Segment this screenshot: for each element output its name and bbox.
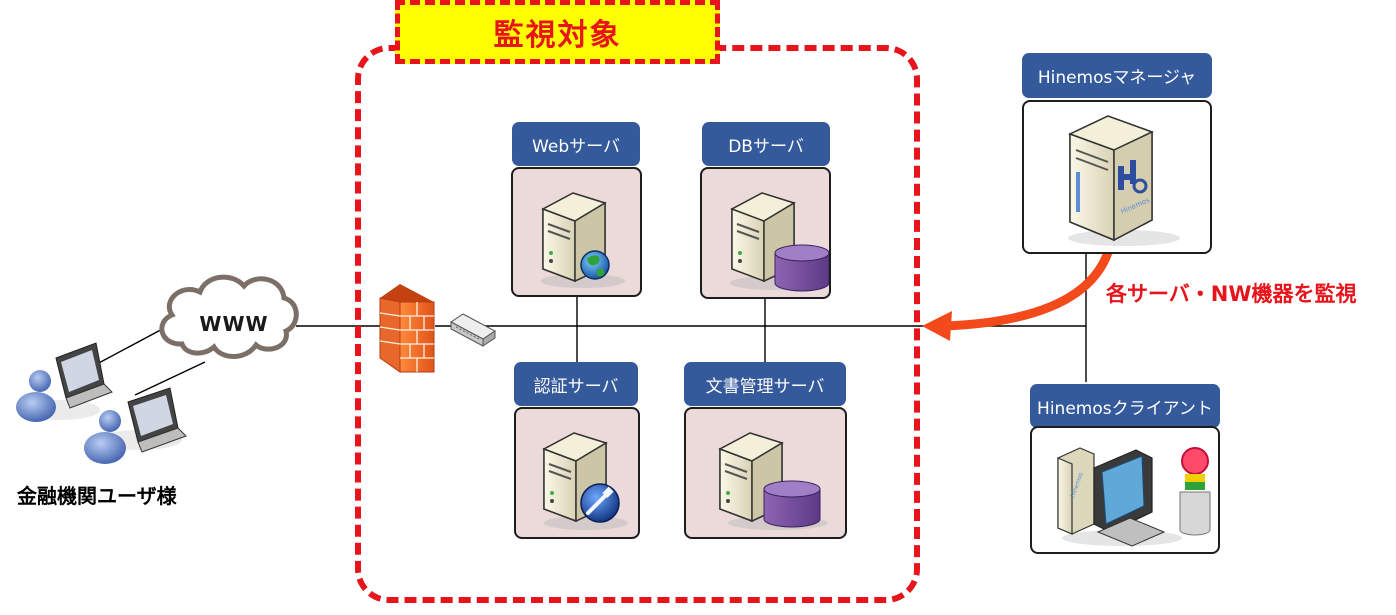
db-server-label: DBサーバ <box>702 122 830 166</box>
network-switch-icon <box>450 313 496 347</box>
client-workstation-icon: Hinemos <box>1057 447 1211 547</box>
db-server-card <box>700 167 831 299</box>
hinemos-client-card: Hinemos <box>1030 426 1220 554</box>
monitor-annotation: 各サーバ・NW機器を監視 <box>1106 282 1357 306</box>
hinemos-manager-label: Hinemosマネージャ <box>1022 53 1212 98</box>
firewall-icon <box>379 284 435 373</box>
database-icon <box>763 480 821 528</box>
database-icon <box>774 244 830 292</box>
status-light-icon <box>1179 447 1211 536</box>
hinemos-server-icon: Hinemos <box>1068 115 1180 246</box>
hinemos-manager-card: Hinemos <box>1022 100 1212 254</box>
user2-line <box>134 361 206 396</box>
financial-users-label: 金融機関ユーザ様 <box>17 484 177 508</box>
auth-server-card <box>514 407 640 539</box>
server-tower-icon <box>718 432 828 530</box>
server-tower-icon <box>541 192 625 288</box>
hinemos-logo-icon <box>1118 160 1148 194</box>
hinemos-client-label: Hinemosクライアント <box>1030 384 1220 428</box>
doc-server-card <box>684 407 847 539</box>
monitor-arrow <box>922 241 1115 341</box>
web-server-label: Webサーバ <box>512 122 640 166</box>
internet-label: WWW <box>199 312 269 336</box>
auth-plug-icon <box>580 483 620 523</box>
user1-line <box>94 325 169 366</box>
auth-server-label: 認証サーバ <box>514 362 638 406</box>
user-laptop-icon-1 <box>16 342 113 422</box>
globe-icon <box>580 250 610 280</box>
monitoring-target-title: 監視対象 <box>395 0 720 64</box>
server-tower-icon <box>542 432 628 530</box>
internet-cloud-icon <box>159 274 299 359</box>
user-laptop-icon-2 <box>84 387 187 464</box>
doc-server-label: 文書管理サーバ <box>684 362 846 406</box>
server-tower-icon <box>730 192 830 292</box>
web-server-card <box>511 167 642 297</box>
